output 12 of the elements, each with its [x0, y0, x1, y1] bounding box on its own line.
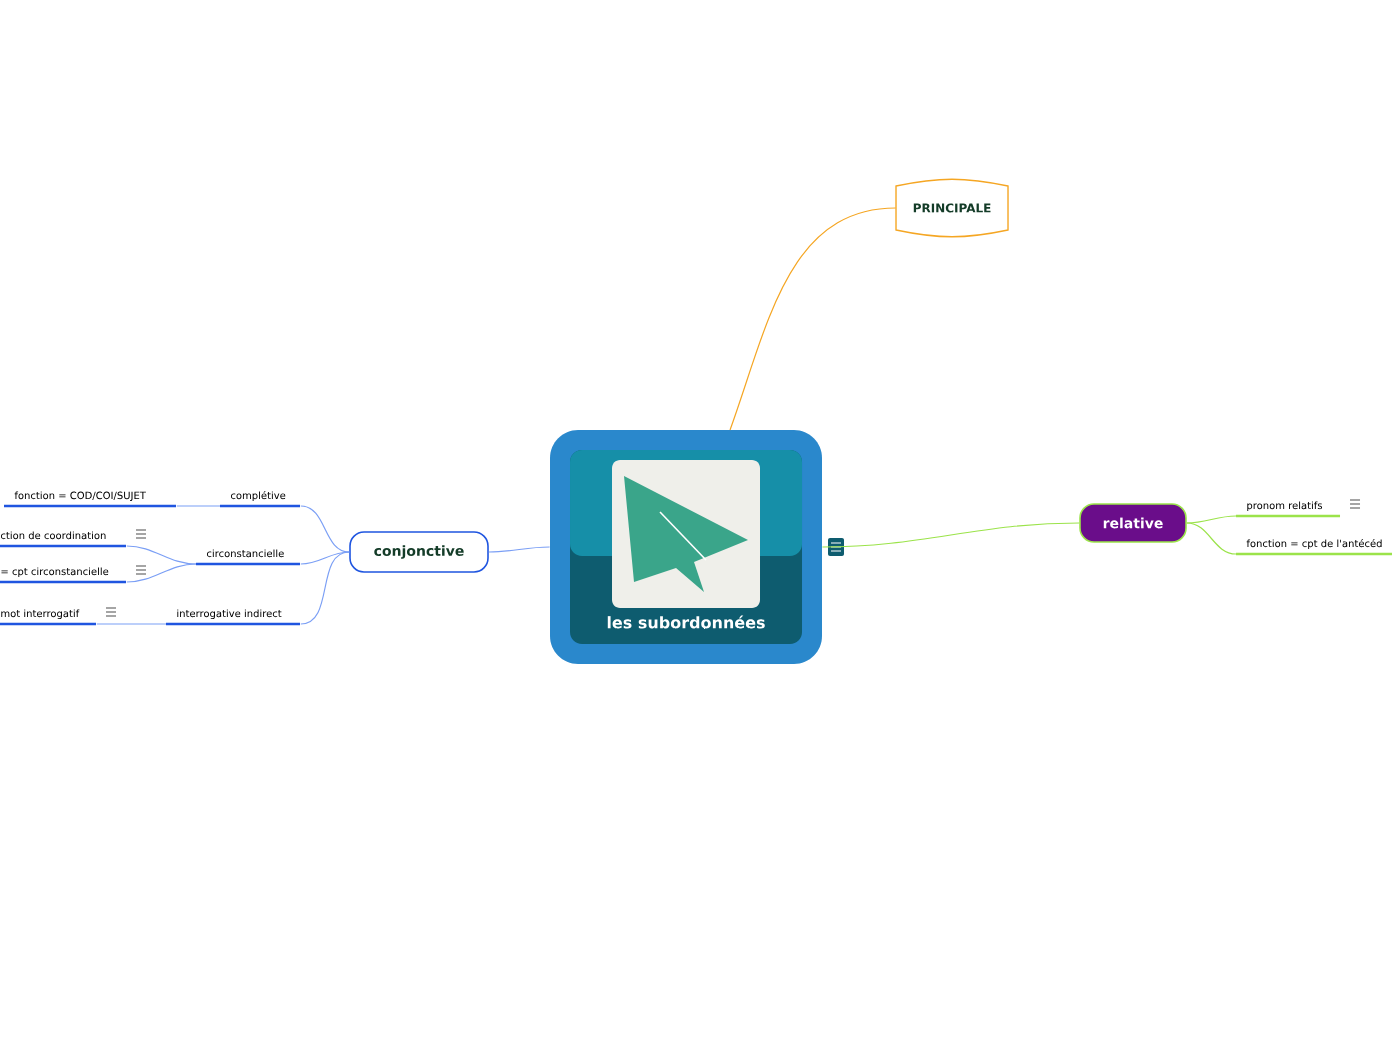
connector [821, 522, 1080, 548]
connector [488, 546, 551, 553]
connector [176, 505, 221, 507]
connector [1186, 522, 1237, 555]
connector [126, 545, 197, 565]
connector [126, 563, 197, 583]
connector [300, 505, 350, 553]
connector [96, 623, 167, 625]
connector [300, 551, 350, 565]
connector [300, 551, 350, 625]
connector [729, 207, 897, 431]
connector [1186, 515, 1237, 524]
